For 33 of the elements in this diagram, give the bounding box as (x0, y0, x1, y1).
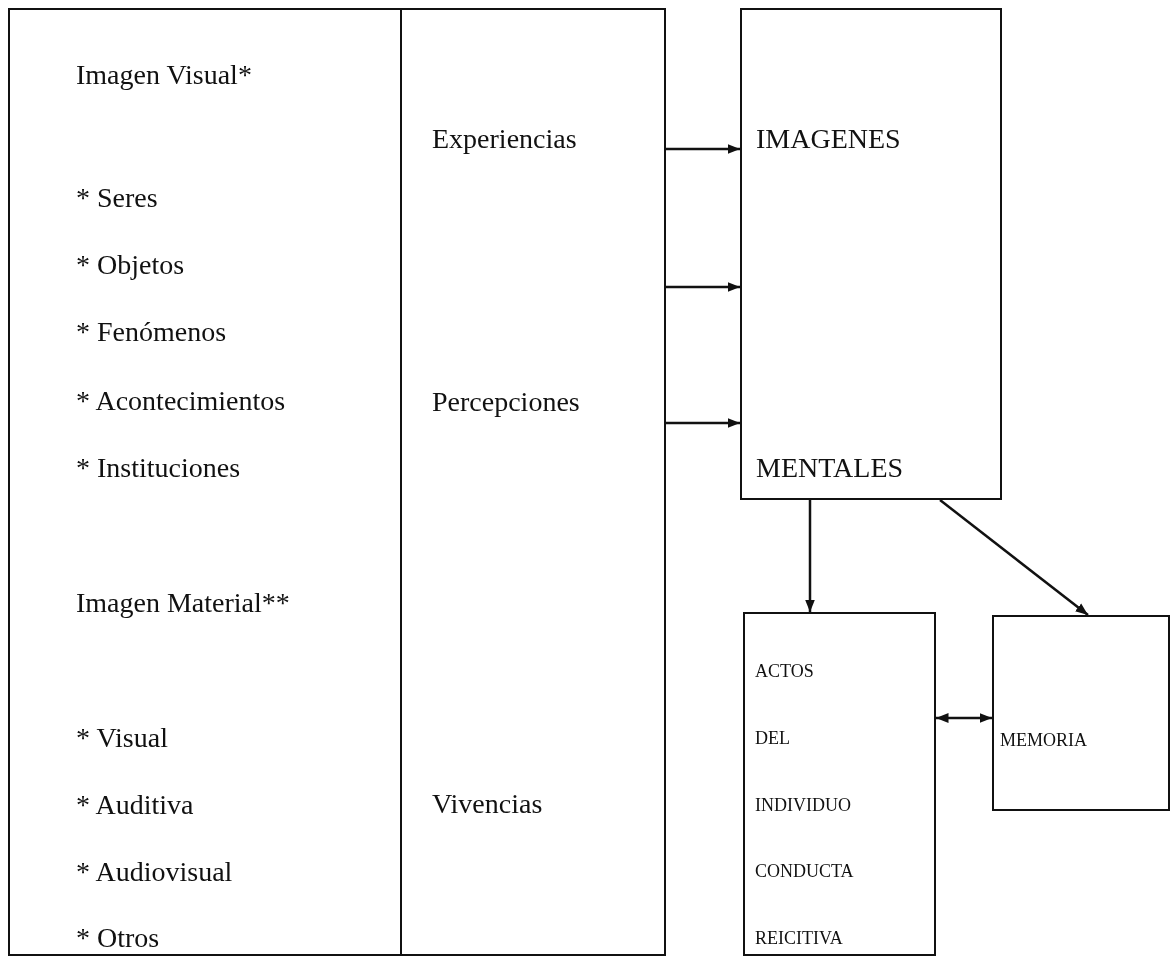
node-label: Percepciones (432, 388, 580, 416)
node-label: MEMORIA (1000, 731, 1087, 749)
arrow (939, 499, 1089, 616)
arrow (936, 713, 992, 723)
node-label: DEL (755, 729, 790, 747)
list-item: * Seres (76, 184, 158, 212)
arrow (666, 418, 740, 428)
node-label: CONDUCTA (755, 862, 854, 880)
list-item: * Audiovisual (76, 858, 233, 886)
concept-box (743, 612, 936, 956)
list-item: * Fenómenos (76, 318, 227, 346)
list-panel (8, 8, 402, 956)
node-label: Experiencias (432, 125, 577, 153)
node-label: REICITIVA (755, 929, 843, 947)
list-item: * Auditiva (76, 791, 194, 819)
arrow (666, 144, 740, 154)
list-item: * Objetos (76, 251, 185, 279)
node-label: MENTALES (756, 454, 904, 482)
arrow (666, 282, 740, 292)
list-item: * Visual (76, 724, 168, 752)
node-label: IMAGENES (756, 125, 901, 153)
node-label: ACTOS (755, 662, 814, 680)
concept-box (992, 615, 1170, 811)
list-item: * Acontecimientos (76, 387, 286, 415)
node-label: Vivencias (432, 790, 543, 818)
node-label: INDIVIDUO (755, 796, 851, 814)
arrow (805, 500, 815, 612)
list-item: Imagen Visual* (76, 61, 252, 89)
list-item: * Instituciones (76, 454, 241, 482)
concept-box (740, 8, 1002, 500)
list-item: * Otros (76, 924, 160, 952)
list-panel (400, 8, 666, 956)
list-item: Imagen Material** (76, 589, 290, 617)
